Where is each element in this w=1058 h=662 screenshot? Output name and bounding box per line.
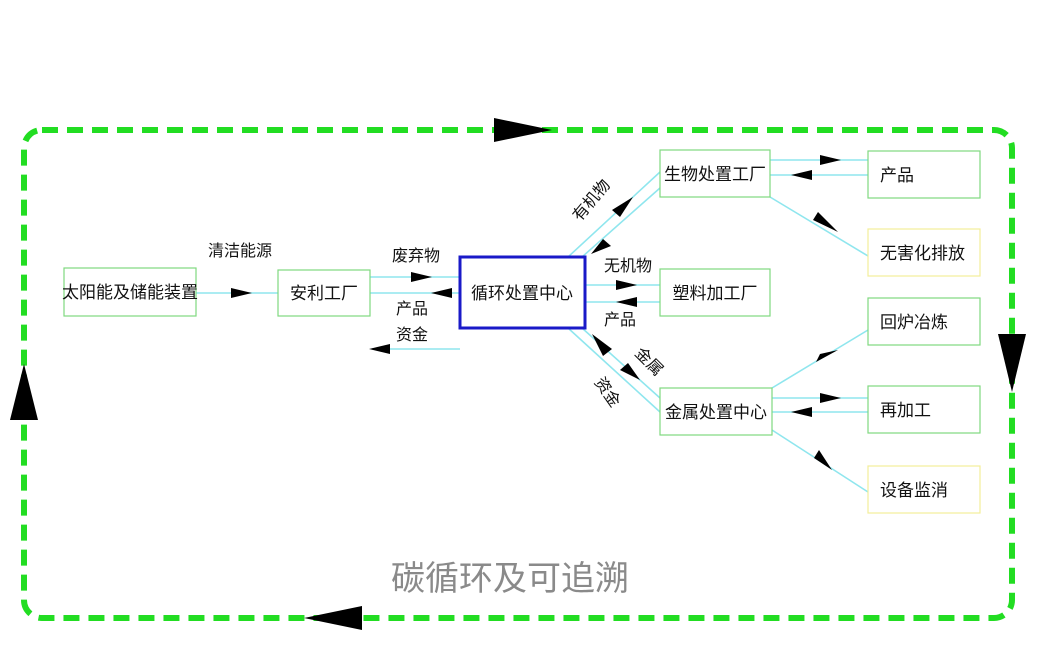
loop-arrow-right bbox=[494, 118, 552, 142]
node-metal-label: 金属处置中心 bbox=[665, 403, 767, 423]
node-center-label: 循环处置中心 bbox=[471, 284, 573, 304]
diagram-title: 碳循环及可追溯 bbox=[391, 559, 629, 599]
node-metal: 金属处置中心 bbox=[659, 387, 773, 436]
edge-waste-label: 废弃物 bbox=[392, 246, 440, 265]
node-monitor-label: 设备监消 bbox=[880, 481, 948, 501]
node-plastic-label: 塑料加工厂 bbox=[673, 284, 758, 304]
cycle-loop bbox=[21, 127, 1015, 621]
node-anli-label: 安利工厂 bbox=[290, 284, 358, 304]
node-product-label: 产品 bbox=[880, 166, 914, 186]
node-smelt-label: 回炉冶炼 bbox=[880, 313, 948, 333]
node-anli: 安利工厂 bbox=[277, 269, 371, 317]
node-reprocess: 再加工 bbox=[867, 385, 981, 434]
edge-plastic-product-label: 产品 bbox=[604, 310, 636, 329]
node-product: 产品 bbox=[867, 150, 981, 199]
edge-funds-label: 资金 bbox=[396, 325, 428, 344]
loop-arrow-down bbox=[998, 334, 1026, 392]
node-solar: 太阳能及储能装置 bbox=[62, 267, 198, 317]
node-harmless-label: 无害化排放 bbox=[880, 244, 965, 264]
flow-arrows bbox=[231, 155, 841, 470]
loop-arrow-up bbox=[10, 364, 38, 420]
edge-metal-funds-label: 资金 bbox=[591, 373, 625, 410]
node-center: 循环处置中心 bbox=[458, 255, 587, 330]
node-monitor: 设备监消 bbox=[867, 465, 981, 514]
node-harmless: 无害化排放 bbox=[867, 228, 981, 277]
node-solar-label: 太阳能及储能装置 bbox=[62, 283, 198, 303]
node-reprocess-label: 再加工 bbox=[880, 401, 931, 421]
edge-clean-energy-label: 清洁能源 bbox=[208, 241, 272, 260]
edge-metal-label: 金属 bbox=[631, 343, 667, 379]
node-plastic: 塑料加工厂 bbox=[659, 268, 771, 317]
node-bio-label: 生物处置工厂 bbox=[664, 165, 766, 185]
edge-organic-label: 有机物 bbox=[569, 176, 614, 225]
edge-product-label: 产品 bbox=[396, 299, 428, 318]
loop-arrow-left bbox=[304, 606, 362, 630]
node-bio: 生物处置工厂 bbox=[659, 149, 771, 198]
edge-inorganic-label: 无机物 bbox=[604, 256, 652, 275]
node-smelt: 回炉冶炼 bbox=[867, 297, 981, 346]
